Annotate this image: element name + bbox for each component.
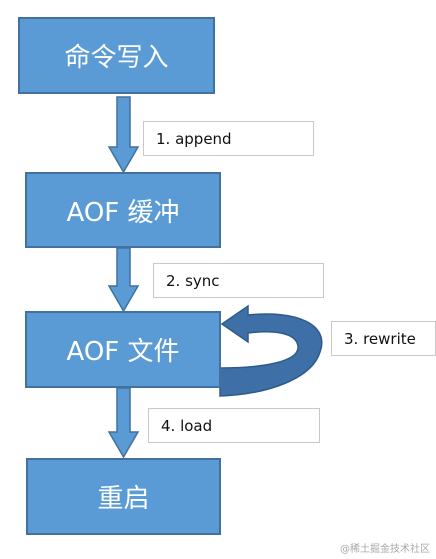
step-load-text: 4. load	[161, 416, 213, 435]
node-aof-buffer: AOF 缓冲	[25, 172, 221, 248]
arrow-rewrite	[219, 304, 323, 397]
step-load-label: 4. load	[148, 408, 320, 443]
step-sync-label: 2. sync	[153, 263, 324, 298]
node-restart-label: 重启	[97, 484, 150, 514]
arrow-sync	[107, 247, 140, 313]
step-append-text: 1. append	[156, 129, 232, 148]
node-command-write-label: 命令写入	[64, 43, 169, 73]
node-restart: 重启	[26, 458, 221, 535]
node-aof-file-label: AOF 文件	[66, 337, 180, 367]
arrow-append	[107, 96, 140, 174]
step-rewrite-text: 3. rewrite	[344, 329, 416, 348]
node-aof-buffer-label: AOF 缓冲	[66, 197, 180, 228]
watermark: @稀土掘金技术社区	[340, 544, 430, 555]
step-append-label: 1. append	[143, 121, 314, 156]
step-sync-text: 2. sync	[166, 271, 220, 290]
step-rewrite-label: 3. rewrite	[331, 321, 436, 356]
arrow-load	[107, 387, 140, 459]
node-command-write: 命令写入	[18, 17, 215, 94]
node-aof-file: AOF 文件	[25, 311, 221, 388]
